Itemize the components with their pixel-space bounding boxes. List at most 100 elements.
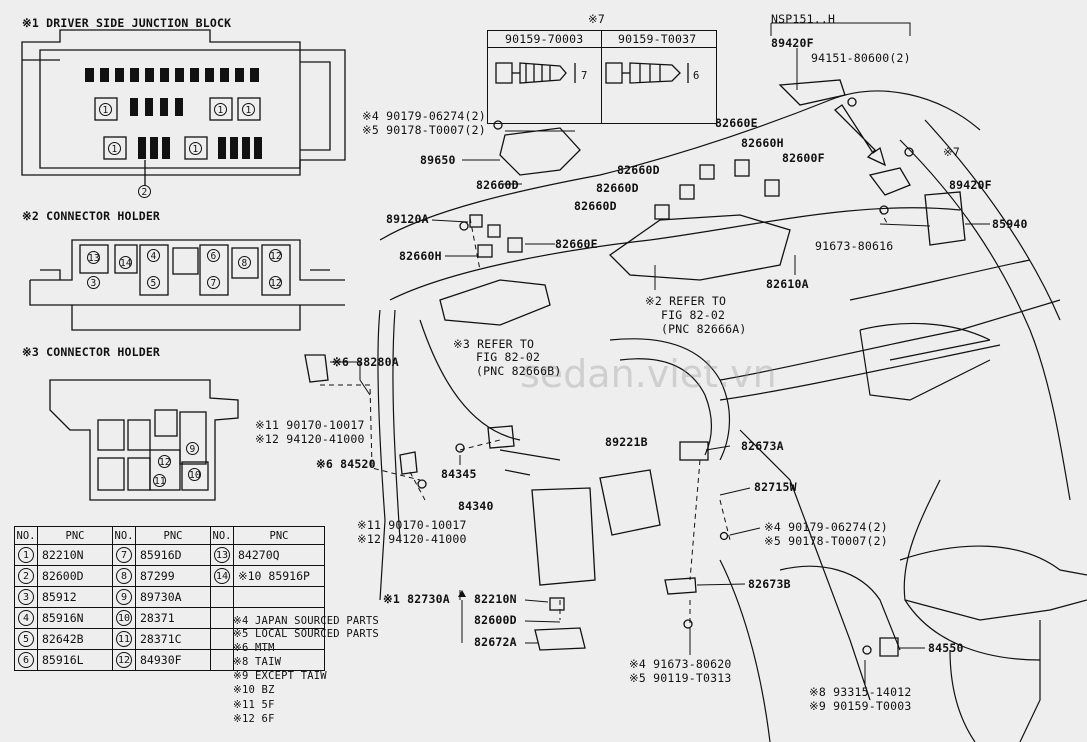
ch3-mark: 9 xyxy=(186,442,199,455)
callout-refer-3: ※3 REFER TO xyxy=(453,337,535,351)
callout-82672A: 82672A xyxy=(474,635,517,649)
table-cell-no: 14 xyxy=(210,565,234,587)
dashed-guides xyxy=(320,209,889,625)
ch2-mark: 12 xyxy=(269,249,282,262)
table-cell-no: 6 xyxy=(14,649,38,671)
ch2-mark: 14 xyxy=(119,256,132,269)
note7-col-divider xyxy=(488,31,602,123)
callout-82600F: 82600F xyxy=(782,151,825,165)
circled-number: 9 xyxy=(116,589,132,605)
callout-90179-06274: ※4 90179-06274(2) xyxy=(362,109,486,123)
callout-94120-41000: ※12 94120-41000 xyxy=(357,532,467,546)
callout-89420F: 89420F xyxy=(771,36,814,50)
callout-82660D: 82660D xyxy=(476,178,519,192)
circled-number: 5 xyxy=(18,631,34,647)
table-cell-no xyxy=(210,607,234,629)
jb-mark-1: 1 xyxy=(108,142,121,155)
ch2-mark: 8 xyxy=(238,256,251,269)
ch2-mark: 6 xyxy=(207,249,220,262)
ch2-mark: 4 xyxy=(147,249,160,262)
connector-holder-3-title: ※3 CONNECTOR HOLDER xyxy=(22,345,161,359)
table-cell-pnc xyxy=(233,586,325,608)
table-cell-no: 11 xyxy=(112,628,136,650)
callout-82660D: 82660D xyxy=(574,199,617,213)
col-header-no: NO. xyxy=(14,526,38,545)
table-cell-pnc: 82600D xyxy=(37,565,113,587)
callout-85940: 85940 xyxy=(992,217,1028,231)
callout-pnc-82666B: (PNC 82666B) xyxy=(476,364,562,378)
table-cell-pnc: 85916L xyxy=(37,649,113,671)
circled-number: 7 xyxy=(116,547,132,563)
col-header-pnc: PNC xyxy=(37,526,113,545)
callout-89650: 89650 xyxy=(420,153,456,167)
callout-94151-80600: 94151-80600(2) xyxy=(811,51,911,65)
table-cell-pnc: 84270Q xyxy=(233,544,325,566)
col-header-pnc: PNC xyxy=(135,526,211,545)
callout-88280A: ※6 88280A xyxy=(332,355,399,369)
table-cell-no xyxy=(210,628,234,650)
callout-94120-41000: ※12 94120-41000 xyxy=(255,432,365,446)
variant-label: NSP151..H xyxy=(771,12,836,26)
jb-mark-1: 1 xyxy=(242,103,255,116)
callout-82673A: 82673A xyxy=(741,439,784,453)
table-cell-no: 10 xyxy=(112,607,136,629)
callout-84345: 84345 xyxy=(441,467,477,481)
note7-label: ※7 xyxy=(588,12,605,26)
note-line: ※12 6F xyxy=(233,713,275,725)
table-cell-pnc: ※10 85916P xyxy=(233,565,325,587)
junction-block-drawing xyxy=(21,29,346,186)
col-header-no: NO. xyxy=(112,526,136,545)
callout-refer-2: ※2 REFER TO xyxy=(645,294,727,308)
note7-header-row xyxy=(488,31,716,48)
table-cell-pnc: 82642B xyxy=(37,628,113,650)
table-cell-pnc: 89730A xyxy=(135,586,211,608)
note7-dim-1: 7 xyxy=(581,70,588,82)
note-line: ※10 BZ xyxy=(233,684,275,696)
callout-90159-T0003: ※9 90159-T0003 xyxy=(809,699,912,713)
callout-82610A: 82610A xyxy=(766,277,809,291)
callout-89221B: 89221B xyxy=(605,435,648,449)
table-cell-no: 12 xyxy=(112,649,136,671)
watermark-text: sedan.viet.vn xyxy=(520,352,777,396)
jb-mark-1: 1 xyxy=(214,103,227,116)
pnc-table-header: NO. PNC NO. PNC NO. PNC xyxy=(14,526,325,545)
callout-84520: ※6 84520 xyxy=(316,457,376,471)
table-cell-no: 7 xyxy=(112,544,136,566)
small-markers xyxy=(417,97,914,655)
note7-part-1: 90159-70003 xyxy=(505,32,584,46)
col-header-pnc: PNC xyxy=(233,526,325,545)
callout-90178-T0007: ※5 90178-T0007(2) xyxy=(362,123,486,137)
table-cell-pnc: 85916N xyxy=(37,607,113,629)
callout-82660E: 82660E xyxy=(555,237,598,251)
table-cell-pnc: 85912 xyxy=(37,586,113,608)
callout-84550: 84550 xyxy=(928,641,964,655)
callout-89420F: 89420F xyxy=(949,178,992,192)
leader-lines xyxy=(330,22,990,685)
callout-90119-T0313: ※5 90119-T0313 xyxy=(629,671,732,685)
connector-holder-3-drawing xyxy=(49,379,239,501)
table-cell-pnc: 84930F xyxy=(135,649,211,671)
view-arrow xyxy=(833,104,887,167)
ch3-mark: 12 xyxy=(158,455,171,468)
circled-number: 1 xyxy=(18,547,34,563)
table-cell-pnc xyxy=(233,649,325,671)
callout-note7: ※7 xyxy=(943,145,960,159)
callout-82660D: 82660D xyxy=(617,163,660,177)
ch2-mark: 12 xyxy=(269,276,282,289)
jb-mark-1: 1 xyxy=(99,103,112,116)
table-cell-no: 2 xyxy=(14,565,38,587)
table-cell-pnc: 28371 xyxy=(135,607,211,629)
jb-mark-1: 1 xyxy=(189,142,202,155)
ch2-mark: 5 xyxy=(147,276,160,289)
table-cell-no: 9 xyxy=(112,586,136,608)
note-line: ※9 EXCEPT TAIW xyxy=(233,670,327,682)
table-cell-no xyxy=(210,649,234,671)
table-cell-no: 5 xyxy=(14,628,38,650)
